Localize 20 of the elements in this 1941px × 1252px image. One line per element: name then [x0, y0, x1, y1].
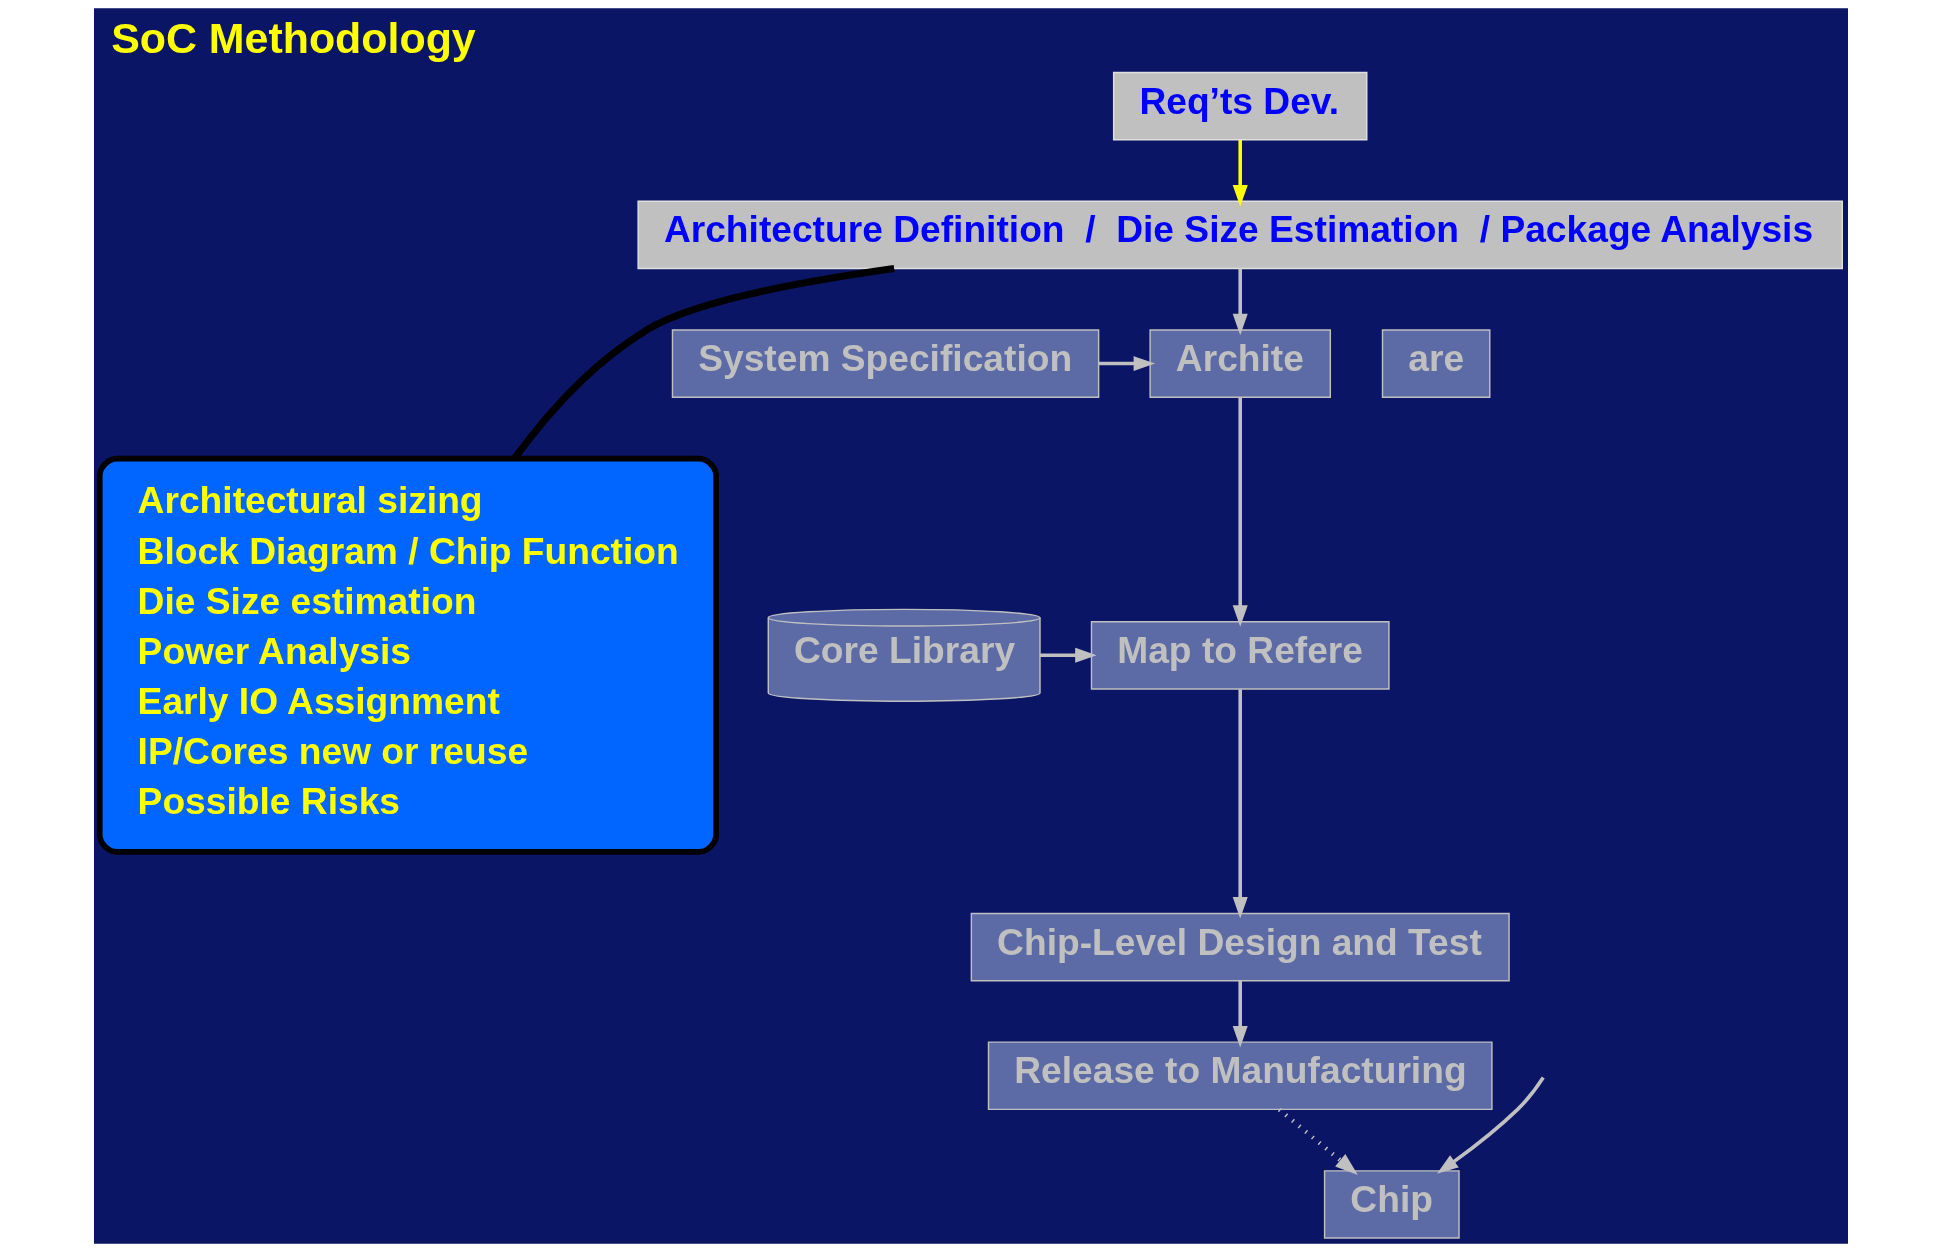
- arrow: [1098, 356, 1155, 372]
- arrow: [1436, 1076, 1545, 1174]
- node-box: Chip-Level Design and Test: [970, 912, 1510, 982]
- diagram-title: SoC Methodology: [110, 13, 476, 62]
- arrow: [1232, 268, 1248, 336]
- node-box: Release to Manufacturing: [987, 1041, 1493, 1111]
- node-box: Map to Refere: [1090, 621, 1390, 690]
- node-box: Architectural sizing Block Diagram / Chip Function Die Size estimation Power Analysis Early IO Assignment IP/Cores new or reuse Possible Risks: [96, 455, 719, 855]
- node-box: Chip: [1323, 1170, 1460, 1239]
- arrow: [1232, 397, 1248, 627]
- node-box: Architecture Definition / Die Size Estimation / Package Analysis: [636, 200, 1843, 270]
- node-box: Req’ts Dev.: [1112, 71, 1367, 141]
- arrow: [1232, 689, 1248, 919]
- arrow: [1039, 647, 1097, 663]
- arrow: [1232, 140, 1248, 207]
- node-box: are: [1381, 329, 1490, 398]
- node-box: System Specification: [671, 329, 1099, 398]
- node-box: Archite: [1148, 329, 1331, 398]
- arrow: [1277, 1107, 1358, 1175]
- arrow: [1232, 980, 1248, 1048]
